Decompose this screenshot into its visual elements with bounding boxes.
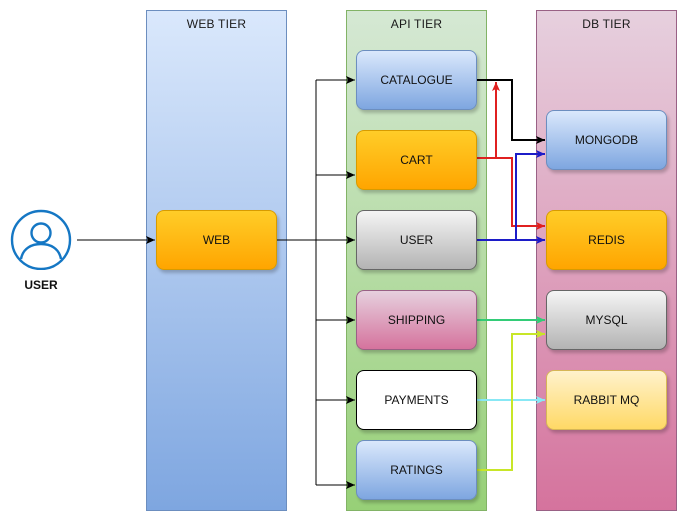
web-node[interactable]: WEB [156, 210, 277, 270]
ratings-node[interactable]: RATINGS [356, 440, 477, 500]
user-actor-label: USER [24, 278, 58, 292]
shipping-node[interactable]: SHIPPING [356, 290, 477, 350]
redis-node[interactable]: REDIS [546, 210, 667, 270]
db-tier-title: DB TIER [582, 17, 631, 31]
cart-node[interactable]: CART [356, 130, 477, 190]
user-actor [6, 208, 78, 271]
mysql-node[interactable]: MYSQL [546, 290, 667, 350]
edge-ratings-to-mysql [477, 330, 545, 471]
web-tier-title: WEB TIER [186, 17, 247, 31]
catalogue-node[interactable]: CATALOGUE [356, 50, 477, 110]
rabbitmq-node[interactable]: RABBIT MQ [546, 370, 667, 430]
edge-web-trunk [277, 80, 317, 485]
mongodb-node[interactable]: MONGODB [546, 110, 667, 170]
edge-catalogue-to-mongodb [477, 79, 545, 144]
api-tier-title: API TIER [390, 17, 443, 31]
user-icon [10, 209, 72, 271]
payments-node[interactable]: PAYMENTS [356, 370, 477, 430]
edge-cart-to-redis [477, 157, 545, 230]
user-node[interactable]: USER [356, 210, 477, 270]
edge-user-to-mongodb [515, 150, 545, 240]
